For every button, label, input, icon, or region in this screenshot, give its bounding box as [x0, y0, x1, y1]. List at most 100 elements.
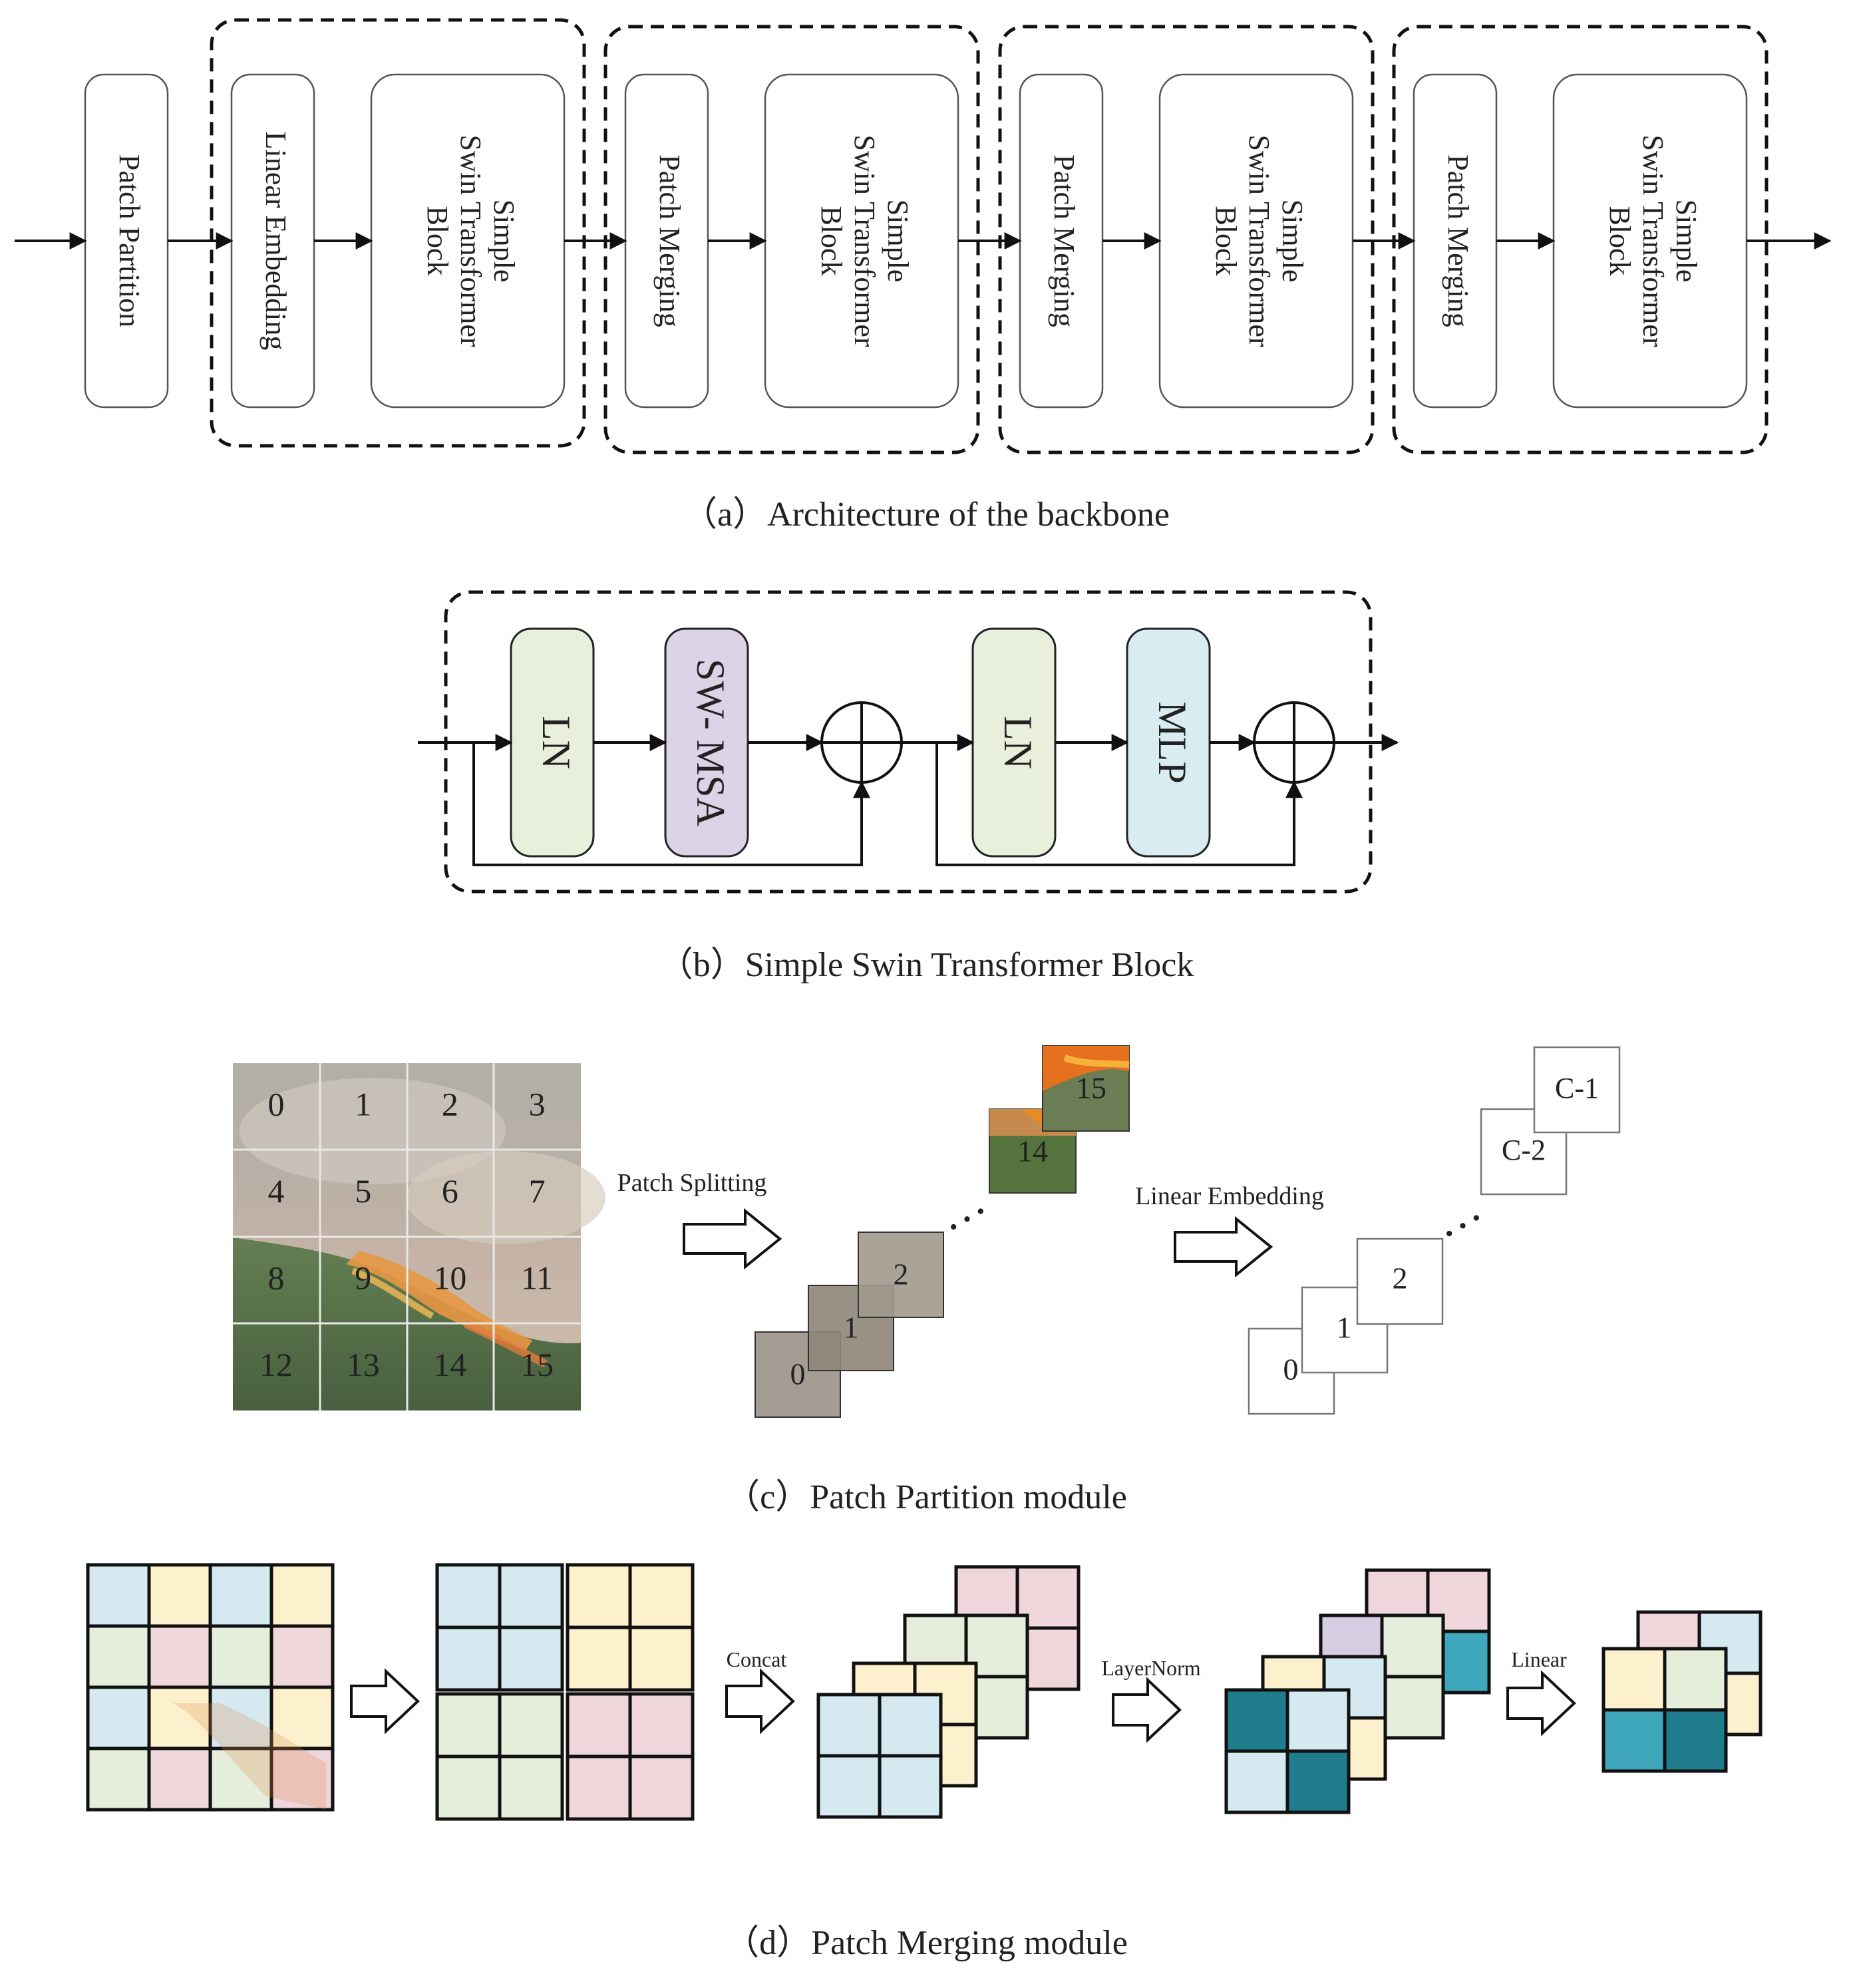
concat-blue-cell — [878, 1693, 943, 1758]
swin-block-label-4: Simple Swin Transformer Block — [1603, 134, 1703, 347]
sw-msa-label: SW- MSA — [689, 659, 733, 826]
mlp-label: MLP — [1150, 701, 1194, 783]
group-pink-cell — [566, 1692, 632, 1758]
grid-number-4: 4 — [268, 1172, 285, 1210]
input-grid-cell — [208, 1563, 273, 1628]
svg-text:Block: Block — [815, 206, 848, 275]
grid-number-5: 5 — [355, 1172, 371, 1210]
grid-number-6: 6 — [442, 1172, 458, 1210]
grid-number-12: 12 — [259, 1346, 293, 1383]
group-blue-cell — [498, 1563, 564, 1629]
linear-front-cell — [1601, 1708, 1667, 1773]
group-green-cell — [498, 1692, 564, 1758]
swin-block-label-1: Simple Swin Transformer Block — [421, 134, 520, 347]
split-patches: 0 1 2 … 14 15 — [755, 1045, 1130, 1418]
svg-text:Block: Block — [1603, 206, 1636, 275]
group-green-cell — [435, 1692, 502, 1758]
svg-text:Block: Block — [421, 206, 454, 275]
norm-mid-cell — [1380, 1675, 1445, 1740]
group-pink-cell — [628, 1754, 695, 1821]
patch-merging-label-2: Patch Merging — [1048, 154, 1081, 327]
add-node-2 — [1253, 701, 1335, 784]
linear-embedding-arrow — [1174, 1216, 1273, 1278]
patch-merging-label-3: Patch Merging — [1442, 154, 1474, 327]
ln-label-2: LN — [996, 716, 1040, 769]
linear-front — [1601, 1647, 1728, 1773]
input-grid-cell — [86, 1624, 151, 1689]
embed-token-2 — [1356, 1238, 1444, 1325]
norm-front-cell — [1285, 1749, 1351, 1814]
layernorm-arrow — [1112, 1677, 1182, 1743]
merge-input-grid — [86, 1563, 335, 1812]
linear-front-cell — [1663, 1647, 1728, 1712]
group-blue-cell — [435, 1563, 502, 1629]
grid-number-3: 3 — [529, 1085, 546, 1122]
embed-token-label-c-1: C-1 — [1555, 1072, 1599, 1104]
svg-text:Block: Block — [1210, 206, 1242, 275]
linear-stack — [1601, 1610, 1763, 1773]
grid-number-11: 11 — [521, 1259, 553, 1296]
caption-a: （a）Architecture of the backbone — [683, 496, 1170, 534]
norm-front-cell — [1285, 1688, 1351, 1753]
split-patch-2 — [858, 1232, 944, 1318]
svg-text:Simple: Simple — [1670, 200, 1703, 283]
split-patch-label-14: 14 — [1017, 1134, 1048, 1168]
norm-stack — [1224, 1568, 1491, 1814]
concat-blue — [816, 1693, 943, 1819]
group-pink-cell — [566, 1754, 632, 1821]
svg-text:Swin Transformer: Swin Transformer — [454, 134, 487, 347]
input-grid-cell — [208, 1624, 273, 1689]
group-green-cell — [435, 1754, 502, 1821]
split-patch-label-0: 0 — [790, 1357, 806, 1391]
concat-blue-cell — [816, 1693, 882, 1758]
embed-token-label-2: 2 — [1393, 1261, 1408, 1295]
embed-tokens: 0 1 2 … C-2 C-1 — [1248, 1046, 1621, 1415]
norm-front-cell — [1224, 1688, 1289, 1753]
grid-number-14: 14 — [433, 1346, 466, 1383]
panel-b-arrows — [418, 734, 1399, 866]
split-patch-label-1: 1 — [844, 1311, 859, 1345]
input-fire-tint — [173, 1703, 326, 1810]
panel-a: Patch Partition Linear Embedding Simple … — [15, 18, 1832, 534]
caption-c: （c）Patch Partition module — [725, 1478, 1127, 1516]
grid-number-15: 15 — [520, 1346, 554, 1383]
input-grid-cell — [208, 1746, 273, 1812]
caption-d: （d）Patch Merging module — [725, 1924, 1128, 1962]
merge-arrow-1 — [350, 1668, 420, 1735]
linear-front-cell — [1663, 1708, 1728, 1773]
linear-embedding-label: Linear Embedding — [259, 132, 292, 351]
patch-partition-label: Patch Partition — [113, 154, 146, 327]
split-patch-label-15: 15 — [1076, 1071, 1106, 1105]
linear-embedding-label-c: Linear Embedding — [1135, 1182, 1324, 1210]
input-grid-cell — [269, 1563, 335, 1628]
concat-blue-cell — [878, 1754, 943, 1819]
svg-text:Swin Transformer: Swin Transformer — [1243, 134, 1275, 347]
split-patch-15 — [1042, 1045, 1130, 1132]
group-blue-cell — [498, 1625, 564, 1692]
group-yellow — [566, 1563, 695, 1692]
linear-label: Linear — [1511, 1647, 1567, 1671]
svg-text:Simple: Simple — [882, 200, 914, 283]
embed-token-c-1 — [1533, 1046, 1621, 1134]
grid-number-2: 2 — [442, 1085, 458, 1122]
group-yellow-cell — [566, 1563, 632, 1629]
group-green — [435, 1692, 564, 1821]
patch-merging-label-1: Patch Merging — [653, 154, 686, 327]
norm-front-cell — [1224, 1749, 1289, 1814]
panel-d: Concat LayerNorm Linear （d）Patch Merging… — [86, 1563, 1763, 1962]
group-pink — [566, 1692, 695, 1821]
patch-splitting-arrow — [683, 1208, 782, 1270]
svg-text:Swin Transformer: Swin Transformer — [1637, 134, 1669, 347]
svg-text:Simple: Simple — [1276, 200, 1309, 283]
grid-number-7: 7 — [529, 1172, 546, 1210]
concat-arrow — [725, 1668, 795, 1735]
input-grid-cell — [86, 1746, 151, 1812]
input-grid-cell — [269, 1624, 335, 1689]
group-yellow-cell — [628, 1625, 695, 1692]
embed-token-label-0: 0 — [1283, 1353, 1299, 1387]
patch-splitting-label: Patch Splitting — [617, 1169, 767, 1197]
input-grid-cell — [147, 1624, 212, 1689]
caption-b: （b）Simple Swin Transformer Block — [659, 946, 1194, 984]
svg-text:Swin Transformer: Swin Transformer — [848, 134, 881, 347]
